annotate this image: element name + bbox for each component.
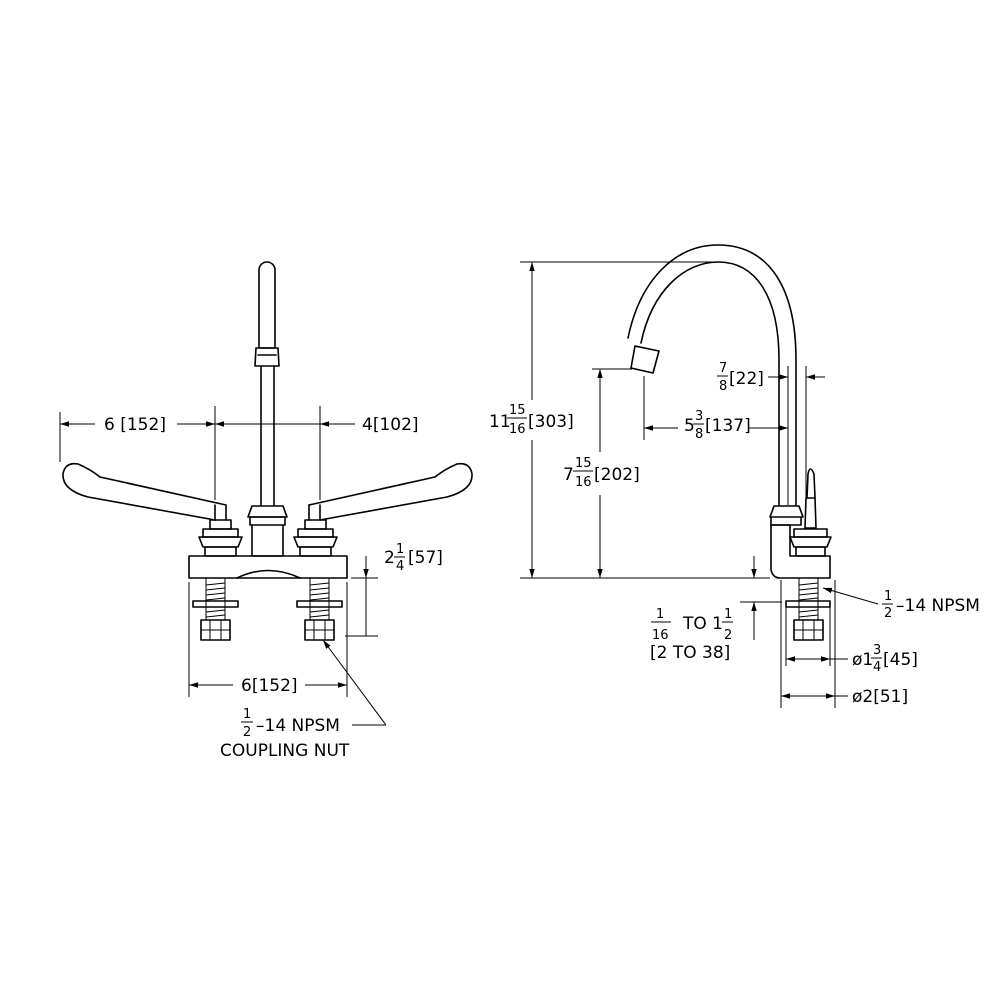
svg-text:1: 1 <box>396 542 404 557</box>
svg-text:4: 4 <box>396 559 404 574</box>
faucet-body-side <box>627 244 832 641</box>
dim-tube-diameter: 7 8 [22] <box>717 361 825 505</box>
faucet-body-front <box>62 261 473 641</box>
note-npsm-side: 1 2 –14 NPSM <box>822 587 980 621</box>
svg-text:8: 8 <box>695 427 703 442</box>
svg-text:4: 4 <box>873 660 881 675</box>
svg-text:3: 3 <box>695 409 703 424</box>
svg-text:2: 2 <box>384 548 395 568</box>
svg-text:8: 8 <box>719 379 727 394</box>
svg-text:[2 TO 38]: [2 TO 38] <box>650 643 730 663</box>
svg-text:6[152]: 6[152] <box>241 676 298 696</box>
svg-text:16: 16 <box>509 422 526 437</box>
svg-text:7: 7 <box>719 361 727 376</box>
dim-overall-height: 11 15 16 [303] <box>489 261 718 578</box>
dim-outlet-height: 7 15 16 [202] <box>563 368 640 578</box>
svg-text:16: 16 <box>575 475 592 490</box>
svg-text:[45]: [45] <box>883 650 918 670</box>
svg-text:–14 NPSM: –14 NPSM <box>896 596 980 616</box>
svg-text:7: 7 <box>563 465 574 485</box>
svg-text:TO 1: TO 1 <box>682 614 723 634</box>
svg-text:[303]: [303] <box>528 412 574 432</box>
dim-flange-dia-small: ø1 3 4 [45] <box>785 607 918 675</box>
side-view: 11 15 16 [303] 7 15 16 [202] 5 3 8 [137 <box>489 244 980 708</box>
svg-text:2: 2 <box>724 628 732 643</box>
dim-shank-height: 2 1 4 [57] <box>345 542 443 637</box>
svg-text:5: 5 <box>684 416 695 436</box>
svg-text:4[102]: 4[102] <box>362 415 419 435</box>
svg-text:[57]: [57] <box>408 548 443 568</box>
svg-text:2: 2 <box>243 725 251 740</box>
svg-text:[202]: [202] <box>594 465 640 485</box>
svg-text:15: 15 <box>575 456 592 471</box>
svg-text:1: 1 <box>243 707 251 722</box>
svg-text:3: 3 <box>873 643 881 658</box>
svg-text:6 [152]: 6 [152] <box>104 415 166 435</box>
svg-text:16: 16 <box>652 628 669 643</box>
svg-text:[22]: [22] <box>729 369 764 389</box>
dim-spout-offset: 4[102] <box>215 406 419 500</box>
svg-text:ø2[51]: ø2[51] <box>852 687 908 707</box>
dim-flange-dia-large: ø2[51] <box>780 580 908 708</box>
svg-text:1: 1 <box>656 607 664 622</box>
svg-text:2: 2 <box>884 606 892 621</box>
svg-text:–14 NPSM: –14 NPSM <box>256 716 340 736</box>
svg-text:COUPLING NUT: COUPLING NUT <box>220 741 350 761</box>
dim-spout-reach: 5 3 8 [137] <box>643 376 788 442</box>
svg-text:15: 15 <box>509 403 526 418</box>
dim-deck-range: 1 16 TO 1 1 2 [2 TO 38] <box>650 556 782 663</box>
note-coupling-nut: 1 2 –14 NPSM COUPLING NUT <box>220 639 387 761</box>
svg-text:[137]: [137] <box>705 416 751 436</box>
svg-text:ø1: ø1 <box>852 650 873 670</box>
svg-text:1: 1 <box>884 589 892 604</box>
svg-text:11: 11 <box>489 412 511 432</box>
dim-centers: 6[152] <box>188 582 348 697</box>
front-view: 6 [152] 4[102] 2 1 4 [57] 6[152 <box>59 261 473 761</box>
svg-text:1: 1 <box>724 607 732 622</box>
